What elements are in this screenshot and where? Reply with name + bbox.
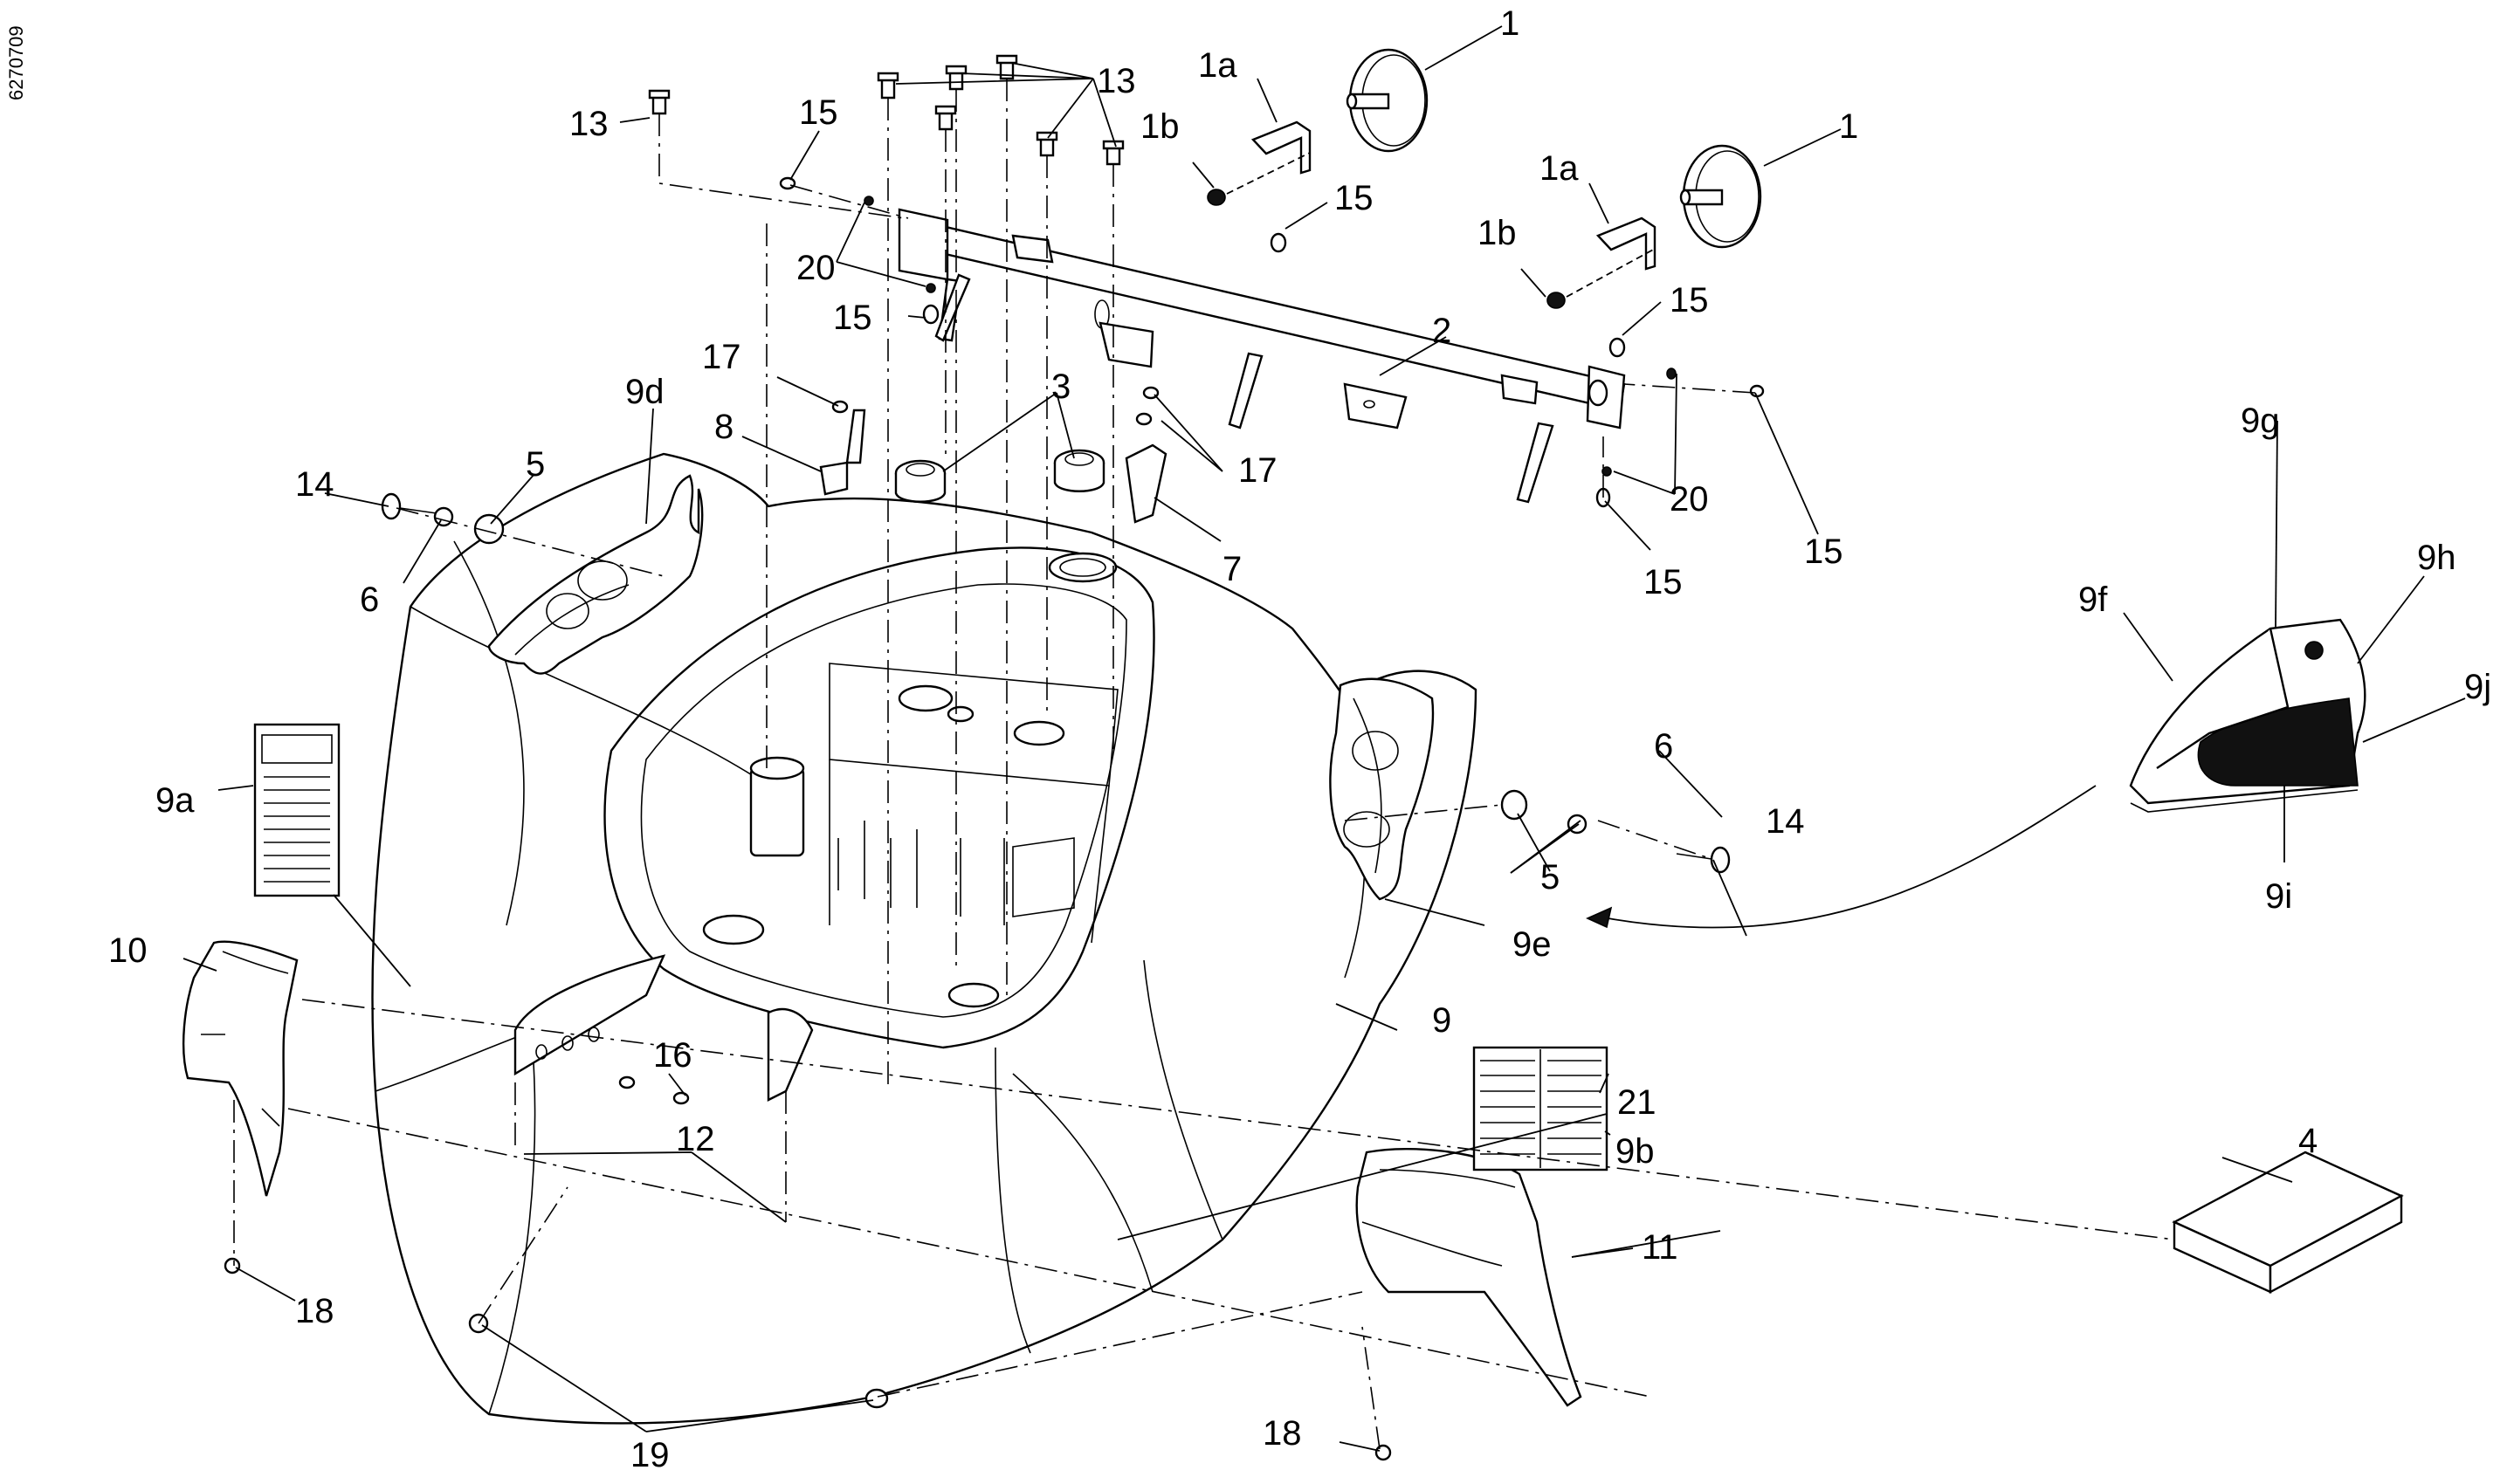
callout-5: 5 bbox=[1540, 858, 1560, 897]
callout-6: 6 bbox=[1654, 727, 1673, 766]
mirror-left bbox=[1207, 48, 1429, 206]
callout-15: 15 bbox=[799, 93, 838, 132]
side-panel-left bbox=[182, 940, 299, 1197]
callout-9j: 9j bbox=[2464, 668, 2491, 706]
callout-15: 15 bbox=[1804, 532, 1843, 571]
callout-17: 17 bbox=[702, 338, 741, 376]
assembly-lines bbox=[233, 79, 2175, 1450]
callout-15: 15 bbox=[1643, 563, 1683, 601]
trim-panel-12 bbox=[513, 954, 814, 1102]
side-panel-right bbox=[1355, 1148, 1582, 1407]
callout-1b: 1b bbox=[1140, 107, 1180, 146]
callout-1a: 1a bbox=[1198, 46, 1237, 85]
callout-1: 1 bbox=[1500, 4, 1519, 43]
callout-13: 13 bbox=[569, 105, 609, 143]
callouts: 1 1 1a 1a 1b 1b 2 3 4 5 5 6 6 7 8 9 9a 9… bbox=[108, 4, 2491, 1474]
callout-1b: 1b bbox=[1477, 214, 1517, 252]
callout-9i: 9i bbox=[2265, 877, 2292, 916]
callout-3: 3 bbox=[1051, 368, 1071, 406]
callout-9b: 9b bbox=[1615, 1132, 1655, 1171]
callout-16: 16 bbox=[653, 1036, 692, 1075]
brackets bbox=[819, 409, 1167, 524]
drawing-code: 6270709 bbox=[5, 25, 27, 100]
callout-5: 5 bbox=[526, 445, 545, 484]
detail-arrowhead bbox=[1586, 906, 1613, 929]
callout-9: 9 bbox=[1432, 1001, 1451, 1040]
mirror-right bbox=[1546, 144, 1762, 309]
callout-18: 18 bbox=[295, 1292, 334, 1330]
callout-9f: 9f bbox=[2078, 581, 2108, 619]
storage-tub bbox=[603, 546, 1155, 1049]
callout-9a: 9a bbox=[155, 781, 195, 820]
callout-15: 15 bbox=[833, 299, 872, 337]
callout-11: 11 bbox=[1642, 1228, 1678, 1267]
warning-labels bbox=[253, 723, 1608, 1171]
callout-9g: 9g bbox=[2241, 402, 2280, 440]
callout-20: 20 bbox=[1670, 480, 1709, 519]
decal-9e bbox=[1329, 677, 1435, 901]
callout-15: 15 bbox=[1334, 179, 1374, 217]
callout-14: 14 bbox=[1766, 802, 1805, 841]
callout-10: 10 bbox=[108, 931, 148, 970]
callout-18: 18 bbox=[1263, 1414, 1302, 1453]
detail-arrow bbox=[1597, 785, 2097, 929]
grommets bbox=[894, 449, 1105, 503]
callout-1: 1 bbox=[1839, 107, 1858, 146]
detail-emblem bbox=[2129, 618, 2366, 813]
callout-21: 21 bbox=[1617, 1083, 1656, 1122]
callout-9d: 9d bbox=[625, 373, 665, 411]
callout-13: 13 bbox=[1097, 62, 1136, 100]
callout-9e: 9e bbox=[1512, 925, 1552, 964]
leader-lines bbox=[183, 25, 2466, 1452]
callout-4: 4 bbox=[2298, 1122, 2318, 1160]
callout-19: 19 bbox=[630, 1436, 670, 1474]
callout-12: 12 bbox=[676, 1120, 715, 1158]
callout-8: 8 bbox=[714, 408, 734, 446]
pad-4 bbox=[2172, 1151, 2404, 1294]
decal-9d bbox=[487, 474, 704, 675]
callout-2: 2 bbox=[1432, 312, 1451, 350]
callout-15: 15 bbox=[1670, 281, 1709, 319]
callout-20: 20 bbox=[796, 249, 836, 287]
callout-14: 14 bbox=[295, 465, 334, 504]
callout-7: 7 bbox=[1223, 550, 1242, 588]
callout-17: 17 bbox=[1238, 451, 1278, 490]
callout-9h: 9h bbox=[2417, 539, 2456, 577]
callout-6: 6 bbox=[360, 581, 379, 619]
callout-1a: 1a bbox=[1539, 149, 1579, 188]
